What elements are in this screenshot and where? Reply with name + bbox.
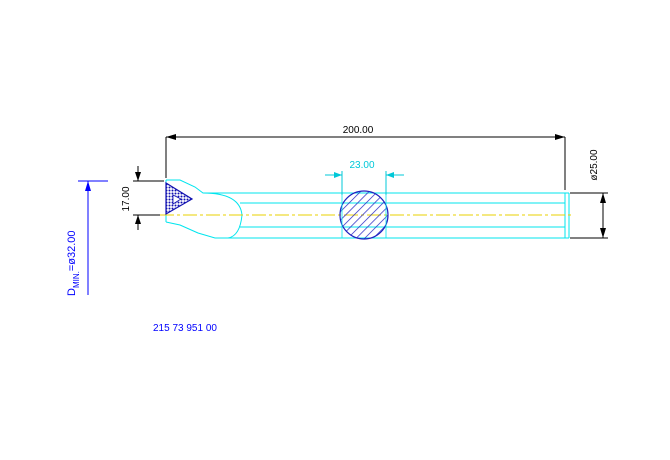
section-width-label: 23.00 bbox=[349, 160, 374, 171]
cross-section bbox=[339, 190, 389, 240]
diameter-dimension bbox=[570, 192, 608, 239]
min-bore-value: =ø32.00 bbox=[66, 230, 78, 271]
length-dimension-label: 200.00 bbox=[343, 125, 374, 136]
section-width-dimension bbox=[325, 171, 404, 195]
min-bore-subscript: MIN. bbox=[72, 271, 81, 288]
min-bore-prefix: D bbox=[66, 288, 78, 296]
min-bore-dimension bbox=[78, 180, 108, 295]
min-bore-label: DMIN.=ø32.00 bbox=[66, 230, 81, 296]
edge-height-dimension bbox=[133, 166, 164, 230]
length-dimension bbox=[165, 134, 566, 190]
part-number: 215 73 951 00 bbox=[153, 323, 217, 334]
cutting-insert bbox=[165, 181, 194, 216]
diameter-label: ø25.00 bbox=[589, 149, 600, 181]
edge-height-label: 17.00 bbox=[121, 186, 132, 211]
svg-text:DMIN.=ø32.00: DMIN.=ø32.00 bbox=[66, 230, 81, 296]
